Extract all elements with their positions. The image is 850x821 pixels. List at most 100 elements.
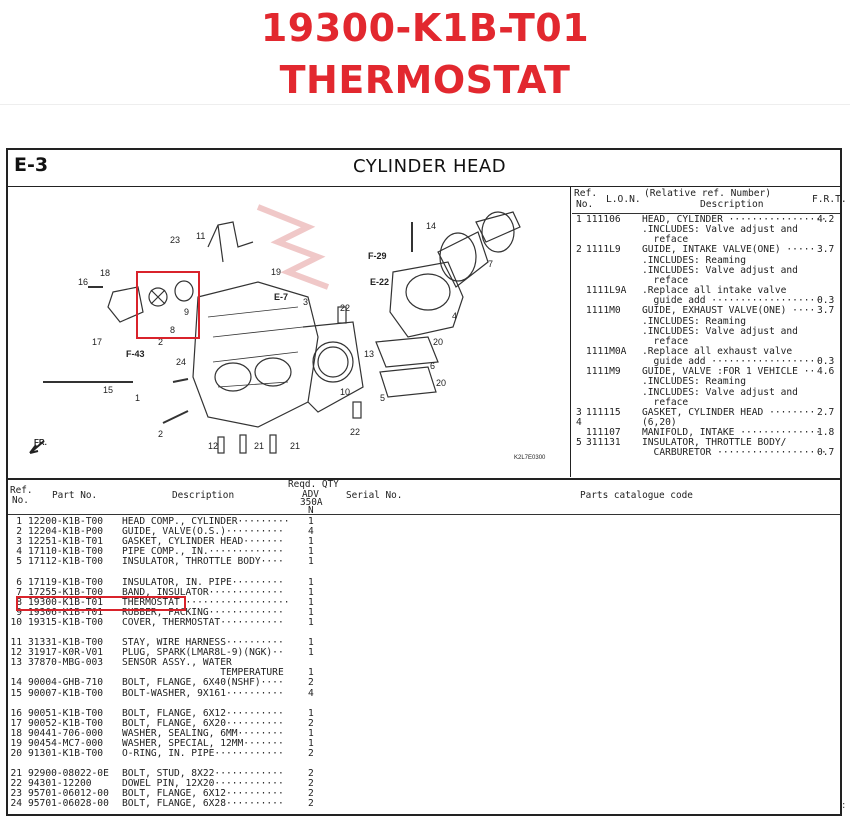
thermostat-highlight-box	[136, 271, 200, 339]
part-desc: COVER, THERMOSTAT···········	[122, 616, 284, 628]
labor-row: reface	[572, 235, 840, 245]
part-part: 94301-12200	[28, 778, 92, 790]
part-part: 92900-08022-0E	[28, 768, 109, 780]
part-ref: 17	[10, 717, 22, 729]
labor-ref: 2	[576, 244, 582, 256]
labor-desc: MANIFOLD, INTAKE ··············	[642, 427, 822, 439]
part-desc: INSULATOR, IN. PIPE·········	[122, 576, 284, 588]
labor-desc: .INCLUDES: Reaming	[642, 315, 746, 327]
part-qty: 4	[308, 687, 314, 699]
part-qty: 1	[308, 616, 314, 628]
svg-text:6: 6	[430, 361, 435, 371]
part-ref: 24	[10, 798, 22, 810]
part-desc: WASHER, SPECIAL, 12MM·······	[122, 737, 284, 749]
labor-lon: 1111M0	[586, 305, 621, 317]
ref-col-header: Ref.	[10, 485, 33, 496]
part-part: 31331-K1B-T00	[28, 637, 104, 648]
part-desc: HEAD COMP., CYLINDER·········	[122, 516, 290, 527]
part-qty: 1	[308, 737, 314, 749]
part-part: 90004-GHB-710	[28, 677, 104, 689]
svg-text:22: 22	[350, 427, 360, 437]
labor-desc: HEAD, CYLINDER ·················	[642, 214, 827, 225]
svg-text:20: 20	[436, 378, 446, 388]
svg-text:11: 11	[196, 231, 205, 241]
labor-row: guide add ···················0.3	[572, 357, 840, 367]
labor-frt: 4.2	[817, 214, 835, 225]
labor-desc: GUIDE, VALVE :FOR 1 VEHICLE ··	[642, 366, 816, 378]
table-row[interactable]: 14 90004-GHB-710 BOLT, FLANGE, 6X40(NSHF)·…	[8, 678, 488, 688]
part-ref: 16	[10, 707, 22, 719]
part-desc: THERMOSTAT ··················	[122, 596, 290, 608]
part-ref: 4	[16, 546, 22, 558]
sheet-header: E-3 CYLINDER HEAD	[8, 150, 840, 187]
labor-ref: 1	[576, 214, 582, 225]
svg-text:17: 17	[92, 337, 102, 347]
part-ref: 6	[16, 576, 22, 588]
part-desc: TEMPERATURE	[122, 667, 284, 679]
part-desc: WASHER, SEALING, 6MM········	[122, 727, 284, 739]
part-desc: GASKET, CYLINDER HEAD·······	[122, 536, 284, 548]
part-qty: 1	[308, 606, 314, 618]
svg-text:8: 8	[170, 325, 175, 335]
labor-frt: 0.7	[817, 447, 835, 459]
part-qty: 2	[308, 748, 314, 759]
svg-text:2: 2	[158, 337, 163, 347]
parts-list: Ref. No. Part No. Description Reqd. QTY …	[8, 480, 840, 816]
labor-row: .INCLUDES: Valve adjust and	[572, 387, 840, 398]
svg-text:2: 2	[158, 429, 163, 439]
no-header: No.	[576, 199, 594, 210]
svg-text:1: 1	[135, 393, 140, 403]
part-qty: 1	[308, 647, 314, 659]
part-ref: 11	[10, 637, 22, 648]
svg-text:19: 19	[271, 267, 281, 277]
part-part: 95701-06028-00	[28, 798, 109, 810]
labor-lon: 111107	[586, 427, 621, 439]
catalogue-col-header: Parts catalogue code	[580, 490, 693, 501]
labor-row: 4(6,20)	[572, 418, 840, 428]
table-row[interactable]: 24 95701-06028-00 BOLT, FLANGE, 6X28······…	[8, 799, 488, 809]
labor-frt: 3.7	[817, 244, 835, 256]
part-desc: BOLT, FLANGE, 6X40(NSHF)····	[122, 677, 284, 689]
part-qty: 1	[308, 707, 314, 719]
part-desc: BOLT, FLANGE, 6X28··········	[122, 798, 284, 810]
part-qty: 2	[308, 768, 314, 780]
svg-text:5: 5	[380, 393, 385, 403]
svg-text:16: 16	[78, 277, 88, 287]
part-part: 95701-06012-00	[28, 788, 109, 800]
description-col-header: Description	[172, 490, 235, 501]
svg-text:10: 10	[340, 387, 350, 397]
part-ref: 7	[16, 586, 22, 598]
part-desc: BOLT, FLANGE, 6X12··········	[122, 707, 284, 719]
part-ref: 14	[10, 677, 22, 689]
labor-desc: .Replace all intake valve	[642, 285, 787, 297]
svg-text:24: 24	[176, 357, 186, 367]
part-desc: GUIDE, VALVE(O.S.)··········	[122, 526, 284, 538]
part-qty: 2	[308, 788, 314, 800]
part-part: 90454-MC7-000	[28, 737, 104, 749]
